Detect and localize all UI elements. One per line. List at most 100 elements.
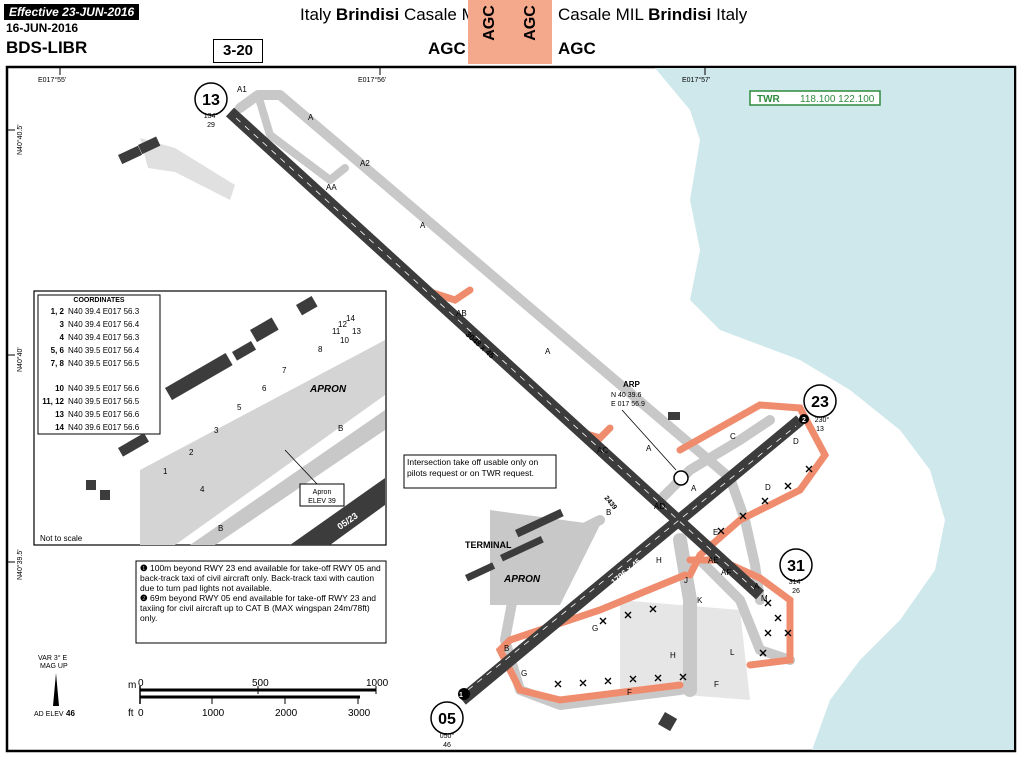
rwy31-circle [779, 548, 813, 582]
rwy05-circle [430, 701, 464, 735]
coord-pos-9: N40 39.6 E017 56.6 [68, 423, 140, 432]
twy-aa: AA [326, 183, 337, 192]
coord-id-7: 11, 12 [42, 397, 64, 406]
twy-a1: A1 [237, 85, 247, 94]
inset-twy-b-2: B [218, 524, 223, 533]
twy-a-2: A [420, 221, 426, 230]
stand-12: 12 [338, 320, 347, 329]
inset-twy-b-1: B [338, 424, 343, 433]
scale-m-unit: m [128, 680, 136, 691]
rwy31-heading: 314° [789, 578, 804, 586]
coord-id-2: 3 [60, 320, 65, 329]
note2-marker-label: 2 [802, 417, 806, 424]
stand-7: 7 [282, 366, 287, 375]
effective-date: Effective 23-JUN-2016 [4, 4, 140, 20]
rwy13-elev: 29 [207, 122, 215, 129]
twy-f-1: F [627, 688, 632, 697]
taxiway-c [655, 415, 775, 505]
stand-10: 10 [340, 336, 349, 345]
arp-title: ARP [623, 380, 641, 389]
twy-a-6: A [754, 582, 760, 591]
twy-ab: AB [456, 309, 467, 318]
rwy23-circle [803, 384, 837, 418]
airport-title-right: Casale MIL Brindisi Italy [558, 5, 747, 25]
rwy13-heading: 134° [204, 112, 219, 120]
rwy23-heading: 230° [815, 416, 830, 424]
coordinate-ticks [8, 68, 706, 563]
coord-id-8: 13 [55, 410, 64, 419]
coord-id-6: 10 [55, 384, 64, 393]
ad-elev-value: 46 [66, 709, 75, 718]
ad-elev-label: AD ELEV [34, 711, 64, 718]
coord-pos-3: N40 39.4 E017 56.3 [68, 333, 140, 342]
twy-l: L [730, 648, 735, 657]
note2-marker [799, 414, 809, 424]
coord-pos-7: N40 39.5 E017 56.5 [68, 397, 140, 406]
lon-tick-2: E017°56' [358, 76, 386, 84]
city-left: Brindisi [335, 5, 400, 24]
lat-tick-1: N40°40.5' [16, 124, 24, 155]
arp-lat: N 40 39.6 [611, 392, 641, 399]
twy-e: E [713, 528, 718, 537]
airport-name-right: Casale MIL [558, 5, 644, 24]
notes-box [135, 560, 387, 644]
taxiway-h [673, 533, 697, 697]
note-2: ❷ 69m beyond RWY 05 end available for ta… [140, 593, 377, 623]
twy-ae: AE [708, 556, 719, 565]
stand-3: 3 [214, 426, 219, 435]
lon-tick-3: E017°57' [682, 76, 710, 84]
coord-id-1: 1, 2 [51, 307, 65, 316]
scale-ft-0: 0 [138, 708, 144, 719]
twy-j: J [684, 576, 688, 585]
stand-4: 4 [200, 485, 205, 494]
intersection-note: Intersection take off usable only on pil… [407, 457, 538, 478]
runway-05-23 [458, 415, 804, 705]
rwy31-elev: 26 [792, 588, 800, 595]
twy-a-4: A [646, 444, 652, 453]
arp-lon: E 017 56.9 [611, 401, 645, 408]
agc-label-left: AGC [428, 39, 466, 58]
scale-bar [139, 686, 377, 704]
inset-apron-label: APRON [309, 384, 347, 395]
twy-c-1: C [730, 432, 736, 441]
inset-apron-elev-title: Apron [313, 489, 332, 496]
rwy05-number: 05 [438, 711, 456, 728]
agc-label-right: AGC [558, 39, 596, 58]
north-arrow-icon [53, 673, 59, 706]
stand-2: 2 [189, 448, 194, 457]
coord-pos-1: N40 39.4 E017 56.3 [68, 307, 140, 316]
lat-tick-2: N40°40' [16, 347, 24, 372]
chart-number: 3-20 [213, 39, 263, 63]
not-to-scale: Not to scale [40, 534, 83, 543]
scale-ft-2000: 2000 [275, 708, 298, 719]
apron-elev-leader [284, 449, 319, 486]
rwy23-number: 23 [811, 394, 829, 411]
coord-title: COORDINATES [73, 297, 125, 304]
scale-ft-unit: ft [128, 708, 134, 719]
intersection-note-box [403, 454, 557, 489]
notes-content: ❶ 100m beyond RWY 23 end available for t… [140, 563, 381, 623]
twy-h-2: H [670, 651, 676, 660]
coord-pos-2: N40 39.4 E017 56.4 [68, 320, 140, 329]
coordinates-table [37, 294, 161, 435]
scale-m-1000: 1000 [366, 678, 389, 689]
twy-ad: AD [654, 502, 665, 511]
rwy13-number: 13 [202, 92, 220, 109]
twy-g-1: G [521, 669, 527, 678]
twy-m: M [761, 594, 768, 603]
inset-runway [290, 478, 385, 545]
twy-a2: A2 [360, 159, 370, 168]
coord-id-5: 7, 8 [51, 359, 65, 368]
scale-m-500: 500 [252, 678, 269, 689]
twy-k: K [697, 596, 703, 605]
city-right: Brindisi [648, 5, 712, 24]
note-1: ❶ 100m beyond RWY 23 end available for t… [140, 563, 381, 593]
stand-5: 5 [237, 403, 242, 412]
coord-id-3: 4 [60, 333, 65, 342]
stand-6: 6 [262, 384, 267, 393]
coord-pos-8: N40 39.5 E017 56.6 [68, 410, 140, 419]
inset-apron [140, 340, 385, 545]
tower-frequencies: 118.100 122.100 [800, 94, 875, 105]
arp-symbol [673, 470, 689, 486]
